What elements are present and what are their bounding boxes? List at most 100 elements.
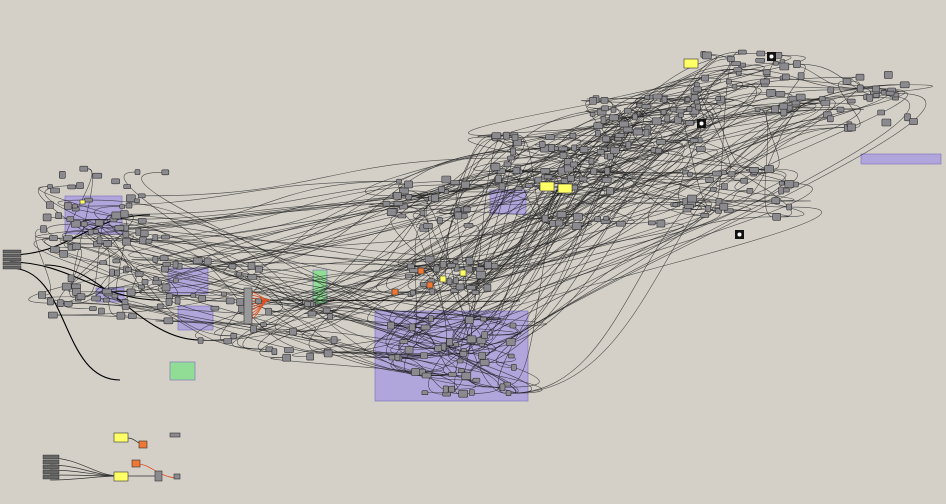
component-node[interactable] bbox=[696, 104, 701, 110]
component-node[interactable] bbox=[685, 204, 694, 208]
component-node[interactable] bbox=[661, 110, 666, 115]
component-node[interactable] bbox=[400, 340, 408, 344]
component-node[interactable] bbox=[687, 172, 692, 176]
component-node[interactable] bbox=[873, 86, 880, 92]
component-node[interactable] bbox=[43, 214, 51, 221]
component-node[interactable] bbox=[68, 275, 74, 282]
component-node[interactable] bbox=[881, 90, 886, 94]
component-node[interactable] bbox=[117, 312, 125, 319]
component-node[interactable] bbox=[455, 212, 462, 219]
component-node[interactable] bbox=[409, 269, 418, 273]
component-node[interactable] bbox=[511, 364, 516, 370]
component-node[interactable] bbox=[272, 349, 277, 355]
component-node[interactable] bbox=[126, 203, 132, 208]
component-node[interactable] bbox=[491, 163, 500, 170]
component-node[interactable] bbox=[283, 354, 291, 361]
component-node[interactable] bbox=[787, 204, 792, 210]
component-node[interactable] bbox=[567, 175, 574, 181]
component-node[interactable] bbox=[616, 221, 625, 226]
component-node[interactable] bbox=[464, 223, 473, 227]
component-node[interactable] bbox=[113, 259, 120, 263]
component-node[interactable] bbox=[469, 390, 474, 396]
panel-node[interactable] bbox=[80, 200, 85, 204]
component-node[interactable] bbox=[57, 300, 63, 307]
component-node[interactable] bbox=[500, 384, 505, 391]
component-node[interactable] bbox=[41, 226, 47, 233]
component-node[interactable] bbox=[687, 107, 692, 112]
component-node[interactable] bbox=[222, 292, 227, 296]
component-node[interactable] bbox=[693, 87, 701, 92]
component-node[interactable] bbox=[435, 345, 442, 351]
component-node[interactable] bbox=[456, 284, 464, 290]
param-node[interactable] bbox=[418, 268, 424, 274]
component-node[interactable] bbox=[38, 292, 45, 299]
component-node[interactable] bbox=[910, 119, 918, 125]
component-node[interactable] bbox=[560, 152, 567, 158]
component-node[interactable] bbox=[155, 471, 162, 481]
component-node[interactable] bbox=[256, 299, 262, 304]
component-node[interactable] bbox=[597, 149, 604, 154]
component-node[interactable] bbox=[765, 166, 774, 173]
component-node[interactable] bbox=[153, 235, 158, 241]
component-node[interactable] bbox=[506, 339, 515, 346]
component-node[interactable] bbox=[882, 119, 891, 126]
component-node[interactable] bbox=[611, 107, 616, 112]
component-node[interactable] bbox=[676, 109, 684, 113]
component-node[interactable] bbox=[451, 181, 460, 185]
component-node[interactable] bbox=[657, 139, 666, 144]
component-node[interactable] bbox=[579, 177, 587, 181]
component-node[interactable] bbox=[732, 84, 737, 88]
component-node[interactable] bbox=[607, 188, 614, 195]
component-node[interactable] bbox=[115, 225, 124, 230]
panel-node[interactable] bbox=[558, 184, 572, 193]
component-node[interactable] bbox=[92, 296, 101, 301]
component-node[interactable] bbox=[420, 211, 425, 216]
component-node[interactable] bbox=[673, 203, 678, 207]
component-node[interactable] bbox=[405, 274, 412, 278]
component-node[interactable] bbox=[430, 289, 435, 295]
component-node[interactable] bbox=[495, 176, 501, 183]
component-node[interactable] bbox=[511, 148, 516, 155]
component-node[interactable] bbox=[226, 298, 234, 304]
component-node[interactable] bbox=[477, 272, 486, 279]
component-node[interactable] bbox=[492, 133, 501, 139]
component-node[interactable] bbox=[605, 168, 610, 175]
component-node[interactable] bbox=[204, 258, 211, 265]
component-node[interactable] bbox=[648, 221, 655, 225]
component-node[interactable] bbox=[793, 61, 800, 68]
component-node[interactable] bbox=[62, 283, 71, 290]
component-node[interactable] bbox=[550, 221, 556, 227]
component-node[interactable] bbox=[570, 133, 576, 138]
component-node[interactable] bbox=[80, 166, 88, 171]
component-node[interactable] bbox=[51, 188, 60, 193]
component-node[interactable] bbox=[773, 61, 778, 65]
panel-node[interactable] bbox=[684, 59, 698, 68]
component-node[interactable] bbox=[796, 94, 805, 100]
component-node[interactable] bbox=[266, 308, 272, 315]
component-node[interactable] bbox=[526, 184, 533, 188]
component-node[interactable] bbox=[48, 312, 57, 318]
component-node[interactable] bbox=[46, 202, 53, 209]
component-node[interactable] bbox=[710, 187, 716, 191]
component-node[interactable] bbox=[167, 294, 173, 299]
input-slider[interactable] bbox=[43, 455, 59, 459]
component-node[interactable] bbox=[512, 135, 518, 141]
component-node[interactable] bbox=[479, 352, 486, 359]
component-node[interactable] bbox=[64, 202, 71, 209]
component-node[interactable] bbox=[424, 223, 433, 228]
component-node[interactable] bbox=[604, 216, 609, 220]
component-node[interactable] bbox=[164, 318, 173, 324]
component-node[interactable] bbox=[109, 269, 114, 276]
component-node[interactable] bbox=[433, 266, 439, 272]
component-node[interactable] bbox=[429, 316, 434, 322]
component-node[interactable] bbox=[425, 256, 434, 262]
component-node[interactable] bbox=[323, 308, 330, 313]
component-node[interactable] bbox=[193, 258, 202, 264]
component-node[interactable] bbox=[162, 170, 169, 175]
component-node[interactable] bbox=[443, 386, 448, 393]
component-node[interactable] bbox=[454, 343, 459, 347]
component-node[interactable] bbox=[696, 147, 705, 152]
component-node[interactable] bbox=[162, 235, 170, 239]
component-node[interactable] bbox=[481, 317, 487, 321]
component-node[interactable] bbox=[440, 262, 446, 268]
